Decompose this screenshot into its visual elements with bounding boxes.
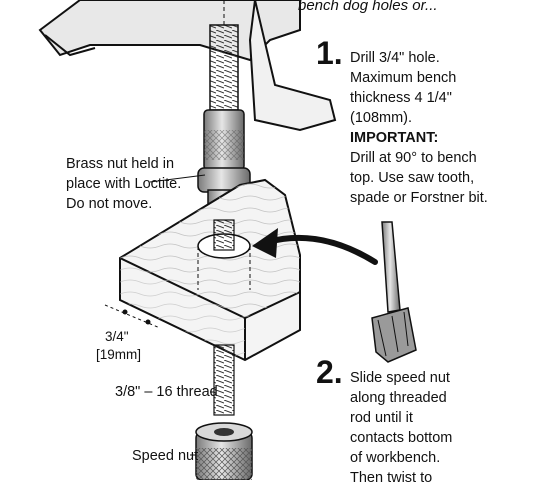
header-text: bench dog holes or... bbox=[298, 0, 438, 14]
step-2-line: of workbench. bbox=[350, 450, 441, 466]
brass-nut-label-line: Brass nut held in bbox=[66, 156, 175, 172]
step-1-important-line: Drill at 90° to bench bbox=[350, 150, 477, 166]
important-label: IMPORTANT: bbox=[350, 130, 439, 146]
step-2-line: contacts bottom bbox=[350, 430, 453, 446]
step-2-line: Then twist to bbox=[350, 470, 433, 486]
clamp-handle-illustration bbox=[38, 0, 337, 132]
step-1-important-line: top. Use saw tooth, bbox=[350, 170, 475, 186]
brass-nut-label: Brass nut held in place with Loctite. Do… bbox=[66, 154, 181, 214]
step-1-line: Maximum bench bbox=[350, 70, 457, 86]
step-2-number: 2. bbox=[316, 354, 343, 390]
brass-nut-label-line: Do not move. bbox=[66, 196, 153, 212]
arrow-icon bbox=[252, 228, 378, 265]
dimension-metric: [19mm] bbox=[96, 347, 142, 362]
threaded-rod-icon bbox=[213, 219, 235, 416]
step-1-text: Drill 3/4" hole. Maximum bench thickness… bbox=[350, 48, 488, 208]
thread-label: 3/8" – 16 thread bbox=[115, 384, 218, 400]
forstner-bit-icon bbox=[371, 221, 417, 363]
step-1-line: (108mm). bbox=[350, 110, 413, 126]
step-1-number: 1. bbox=[316, 35, 343, 71]
speed-nut-icon bbox=[195, 422, 253, 480]
step-1-line: Drill 3/4" hole. bbox=[350, 50, 440, 66]
step-2-line: along threaded bbox=[350, 390, 447, 406]
brass-nut-icon bbox=[197, 109, 251, 221]
spring-icon bbox=[209, 0, 239, 111]
step-2-line: Slide speed nut bbox=[350, 370, 450, 386]
step-1-important-line: spade or Forstner bit. bbox=[350, 190, 488, 206]
brass-nut-label-line: place with Loctite. bbox=[66, 176, 182, 192]
step-2-line: rod until it bbox=[350, 410, 413, 426]
leader-lines bbox=[104, 174, 214, 456]
speed-nut-label: Speed nut bbox=[132, 448, 199, 464]
step-1-line: thickness 4 1/4" bbox=[350, 90, 452, 106]
bench-block-illustration bbox=[119, 178, 301, 362]
dimension-imperial: 3/4" bbox=[105, 329, 129, 344]
step-2-text: Slide speed nut along threaded rod until… bbox=[350, 368, 452, 488]
